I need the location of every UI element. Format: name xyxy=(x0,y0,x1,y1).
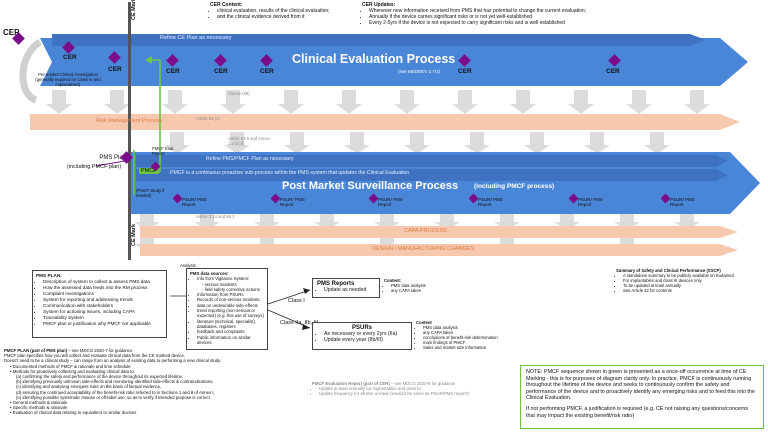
risk-management-label: Risk Management Process xyxy=(96,118,162,124)
cer-label: CER xyxy=(166,68,180,75)
psur-label: PSUR/ PMS Report xyxy=(280,197,305,207)
psur-label: PSUR/ PMS Report xyxy=(670,197,695,207)
clinical-evaluation-arrow xyxy=(40,38,748,86)
analysis-label: Analysis: xyxy=(180,263,197,268)
psur-label: PSUR/ PMS Report xyxy=(478,197,503,207)
annex-label: Article 83 II and Annex 1.3 (iii)(f) xyxy=(228,136,270,146)
cer-label: CER xyxy=(606,68,620,75)
pmcf-eval-report-note: PMCF Evaluation Report (part of CER) – s… xyxy=(312,381,502,397)
gray-arrow xyxy=(284,132,310,154)
risk-management-band xyxy=(30,114,740,130)
pms-process-arrow xyxy=(128,152,760,214)
gray-arrow xyxy=(46,90,72,114)
gray-arrow xyxy=(684,90,710,114)
pmcf-continuous-label: PMCF is a continuous proactive sub-proce… xyxy=(170,170,410,176)
gray-arrow xyxy=(104,90,130,114)
gray-arrow xyxy=(336,90,362,114)
gray-arrow xyxy=(584,132,610,154)
psurs-content: Content PMS data analysis any CAPA taken… xyxy=(416,320,500,350)
pmcf-label: PMCF xyxy=(139,168,159,174)
cer-label: CER xyxy=(260,68,274,75)
psur-label: PSUR/ PMS Report xyxy=(578,197,603,207)
psur-label: PSUR/ PMS Report xyxy=(378,197,403,207)
cer-label: CER xyxy=(108,66,122,73)
cer-label: CER xyxy=(458,68,472,75)
gray-arrow xyxy=(344,132,370,154)
pmcf-study-label: (PMCF Study if needed) xyxy=(136,188,165,198)
gray-arrow xyxy=(194,212,220,230)
capa-band xyxy=(140,226,738,238)
pms-process-title: Post Market Surveillance Process xyxy=(282,180,459,192)
psur-label: PSUR/ PMS Report xyxy=(182,197,207,207)
cer-label: CER xyxy=(63,54,77,61)
gray-arrow xyxy=(134,212,160,230)
ce-mark-label-top: CE Mark xyxy=(131,0,137,20)
design-label: DESIGN / MANUFACTURING CHANGES xyxy=(372,246,475,252)
sscp-note: Summary of Safety and Clinical Performan… xyxy=(616,268,762,293)
cer-updates-note: CER Updates: Whenever new information re… xyxy=(362,2,692,26)
cep-label: CEP xyxy=(3,28,20,37)
pmcf-note-box: NOTE: PMCF sequence shown in green is pr… xyxy=(520,365,764,429)
gray-arrow xyxy=(674,212,700,230)
gray-arrow xyxy=(162,90,188,114)
gray-arrow xyxy=(554,212,580,230)
ce-mark-label-bottom: CE Mark xyxy=(131,223,137,246)
gray-arrow xyxy=(510,90,536,114)
gray-arrow xyxy=(464,132,490,154)
psurs-box: PSURs As necessary or every 2yrs (IIa) U… xyxy=(312,322,412,350)
pmcf-continuous-stripe xyxy=(136,169,728,181)
gray-arrow xyxy=(164,132,190,154)
pmcf-eval-report-label: PMCF Eval. Report xyxy=(152,146,175,156)
pms-plan-subtitle: (including PMCF plan) xyxy=(66,164,122,170)
cep-loop-arrow xyxy=(19,38,43,104)
gray-flow-arrows xyxy=(46,90,710,252)
class-ii-label: Class IIa, IIb, III xyxy=(280,320,319,326)
gray-arrow xyxy=(224,132,250,154)
design-band xyxy=(140,244,738,256)
refine-ce-plan-label: Refine CE Plan as necessary xyxy=(160,35,232,41)
process-diagram xyxy=(19,2,760,260)
pms-reports-content: Content: PMS data analysis any CAPA take… xyxy=(384,278,444,293)
gray-arrow xyxy=(494,212,520,230)
clinical-evaluation-title: Clinical Evaluation Process xyxy=(292,52,456,66)
gray-arrow xyxy=(524,132,550,154)
ce-mark-line xyxy=(128,2,131,260)
gray-arrow xyxy=(254,212,280,230)
gray-arrow xyxy=(452,90,478,114)
pms-plan-box: PMS PLAN: Description of system to colle… xyxy=(32,270,167,338)
annex-label: Clause (56) xyxy=(228,91,250,96)
pms-plan-label: PMS Plan xyxy=(99,155,126,161)
gray-arrow xyxy=(220,90,246,114)
gray-arrow xyxy=(626,90,652,114)
lower-connectors xyxy=(170,288,311,330)
gray-arrow xyxy=(568,90,594,114)
cer-label: CER xyxy=(214,68,228,75)
clinical-evaluation-subtitle: (see MEDDEV 2.7/1) xyxy=(398,69,441,74)
gray-arrow xyxy=(314,212,340,230)
pmcf-plan-note: PMCF PLAN (part of PMS plan) – see MDCG … xyxy=(4,348,222,416)
gray-arrow xyxy=(394,90,420,114)
class-i-label: Class I xyxy=(288,298,305,304)
gray-arrow xyxy=(434,212,460,230)
preclinical-note: Pre-market Clinical investigation (gener… xyxy=(35,72,101,87)
gray-arrow xyxy=(374,212,400,230)
annex-label: Article 3.14 and 86.3 xyxy=(196,214,235,219)
gray-arrow xyxy=(614,212,640,230)
refine-pms-plan-stripe xyxy=(136,155,728,167)
annex-label: Article 61 (1) xyxy=(196,116,220,121)
refine-pms-plan-label: Refine PMS/PMCF Plan as necessary xyxy=(206,156,294,162)
gray-arrow xyxy=(278,90,304,114)
gray-arrow xyxy=(404,132,430,154)
cer-content-note: CER Content: clinical evaluation, result… xyxy=(210,2,370,20)
pms-reports-box: PMS Reports Update as needed xyxy=(312,278,380,298)
pms-process-subtitle: (including PMCF process) xyxy=(474,183,555,190)
capa-label: CAPA PROCESS xyxy=(404,228,447,234)
pms-data-sources-box: PMS data sources: Info from Vigilance Sy… xyxy=(186,268,268,350)
refine-ce-plan-stripe xyxy=(52,34,706,46)
gray-arrow xyxy=(644,132,670,154)
